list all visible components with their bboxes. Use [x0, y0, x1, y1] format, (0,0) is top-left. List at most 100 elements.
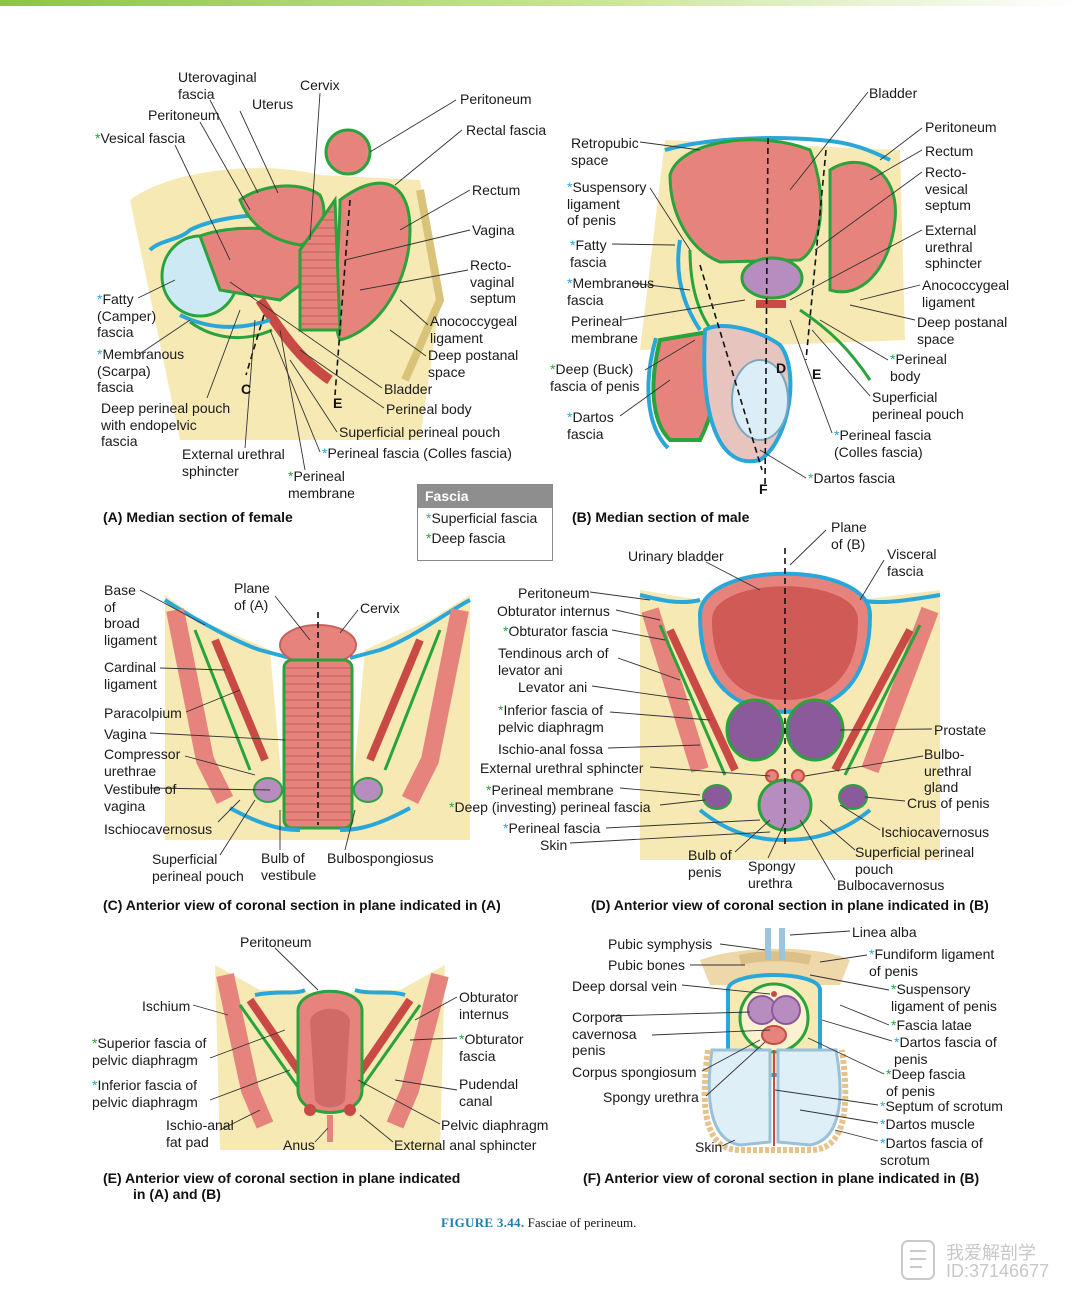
label-b-17: *Dartos fascia	[808, 470, 896, 486]
panel-c-coronal-female	[139, 589, 471, 856]
plane-letter-e-panel-a: E	[333, 395, 343, 411]
label-mid-6: Ischio-anal fossa	[498, 741, 604, 757]
label-a-7: Rectum	[472, 182, 521, 198]
label-f-5: Corpus spongiosum	[572, 1064, 697, 1080]
fascia-marker-icon: *	[567, 179, 573, 195]
caption-panel-a: (A) Median section of female	[103, 509, 293, 525]
fascia-marker-icon: *	[503, 820, 509, 836]
caption-panel-e-line1: (E) Anterior view of coronal section in …	[103, 1170, 461, 1186]
watermark-text: 我爱解剖学	[946, 1243, 1036, 1263]
label-e-10: External anal sphincter	[394, 1137, 537, 1153]
label-b-16: *Perineal fascia(Colles fascia)	[834, 427, 932, 460]
fascia-marker-icon: *	[891, 1017, 897, 1033]
fascia-marker-icon: *	[486, 782, 492, 798]
label-f-10: *Fascia latae	[891, 1017, 972, 1033]
fascia-marker-icon: *	[459, 1031, 465, 1047]
caption-panel-d: (D) Anterior view of coronal section in …	[591, 897, 989, 913]
caption-panel-c: (C) Anterior view of coronal section in …	[103, 897, 501, 913]
label-a-8: Vagina	[472, 222, 515, 238]
plane-letter-c-panel-a: C	[241, 381, 252, 397]
fascia-marker-icon: *	[567, 275, 573, 291]
label-f-3: Deep dorsal vein	[572, 978, 678, 994]
label-mid-1: Obturator internus	[497, 603, 610, 619]
fascia-marker-icon: *	[503, 623, 509, 639]
label-a-5: Peritoneum	[460, 91, 532, 107]
label-a-3: Peritoneum	[148, 107, 220, 123]
label-a-6: Rectal fascia	[466, 122, 547, 138]
label-f-0: Linea alba	[852, 924, 917, 940]
fascia-marker-icon: *	[880, 1116, 886, 1132]
label-c-11: Bulbospongiosus	[327, 850, 434, 866]
plane-letter-f-panel-b: F	[759, 481, 768, 497]
panel-b-male-median	[611, 91, 923, 487]
label-mid-8: *Perineal membrane	[486, 782, 614, 798]
label-mid-7: External urethral sphincter	[480, 760, 644, 776]
label-a-16: *Fatty(Camper)fascia	[97, 291, 157, 340]
label-a-2: Uterus	[252, 96, 294, 112]
label-a-4: *Vesical fascia	[95, 130, 186, 146]
fascia-marker-icon: *	[880, 1135, 886, 1151]
panel-d-coronal-male	[569, 529, 941, 881]
legend-deep: *Deep fascia	[426, 530, 506, 546]
caption-panel-f: (F) Anterior view of coronal section in …	[583, 1170, 980, 1186]
label-mid-11: Skin	[540, 837, 568, 853]
label-e-0: Peritoneum	[240, 934, 312, 950]
label-mid-9: *Deep (investing) perineal fascia	[449, 799, 651, 815]
label-b-6: *Deep (Buck)fascia of penis	[550, 361, 640, 394]
panel-f-coronal-penis	[609, 928, 893, 1153]
fascia-marker-icon: *	[92, 1035, 98, 1051]
fascia-marker-icon: *	[288, 468, 294, 484]
fascia-marker-icon: *	[97, 291, 103, 307]
figure-number: FIGURE 3.44.	[441, 1215, 525, 1230]
label-e-5: Anus	[283, 1137, 315, 1153]
label-f-14: *Dartos muscle	[880, 1116, 975, 1132]
caption-panel-e-line2: in (A) and (B)	[133, 1186, 221, 1202]
fascia-marker-icon: *	[570, 237, 576, 253]
label-c-2: Cervix	[360, 600, 400, 616]
plane-letter-e-panel-b: E	[812, 366, 822, 382]
caption-panel-b: (B) Median section of male	[572, 509, 750, 525]
fascia-marker-icon: *	[95, 130, 101, 146]
fascia-marker-icon: *	[891, 981, 897, 997]
fascia-marker-icon: *	[808, 470, 814, 486]
watermark: 我爱解剖学 ID:37146677	[898, 1237, 1078, 1287]
label-d-5: Crus of penis	[907, 795, 990, 811]
plane-letter-d-panel-b: D	[776, 360, 787, 376]
panel-e-coronal-anal	[192, 947, 458, 1150]
label-d-6: Ischiocavernosus	[881, 824, 990, 840]
fascia-marker-icon: *	[550, 361, 556, 377]
watermark-id: ID:37146677	[946, 1261, 1050, 1281]
fascia-marker-icon: *	[498, 702, 504, 718]
fascia-marker-icon: *	[894, 1034, 900, 1050]
